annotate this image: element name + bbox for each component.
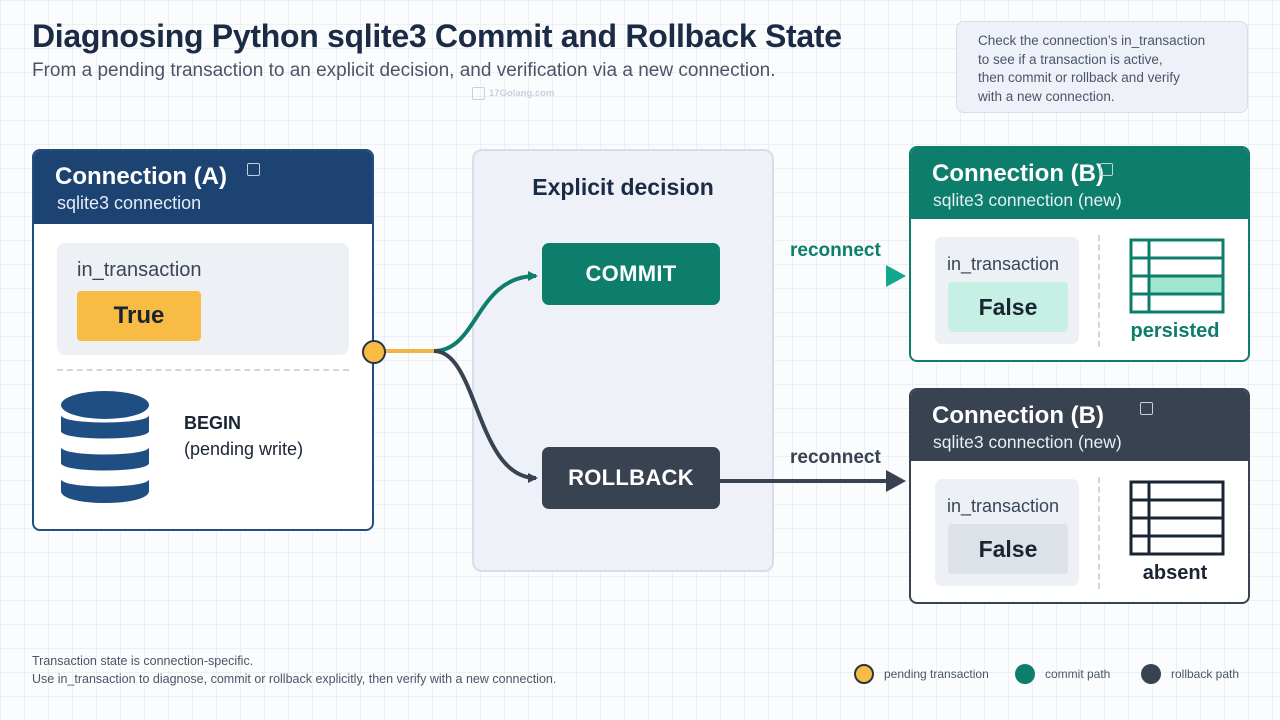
watermark-logo-icon: [1100, 163, 1113, 176]
table-absent-icon: [1129, 480, 1225, 556]
connection-b-header: Connection (B) sqlite3 connection (new): [911, 390, 1248, 461]
begin-label: BEGIN: [184, 413, 242, 433]
divider: [57, 369, 349, 371]
persisted-label: persisted: [1130, 320, 1220, 342]
connection-a-header: Connection (A) sqlite3 connection: [34, 151, 372, 224]
database-icon: [61, 391, 149, 503]
legend-label: pending transaction: [884, 667, 989, 681]
reconnect-label-rollback: reconnect: [790, 447, 881, 468]
watermark-text: 17Golang.com: [489, 88, 555, 99]
note-line: then commit or rollback and verify: [978, 70, 1180, 86]
pending-transaction-node: [362, 340, 386, 364]
table-persisted-icon: [1129, 238, 1225, 314]
reconnect-label-commit: reconnect: [790, 240, 881, 261]
decision-panel: Explicit decision: [472, 149, 774, 572]
connection-b-title: Connection (B): [932, 402, 1104, 429]
divider: [1098, 235, 1100, 347]
connection-a-subtitle: sqlite3 connection: [57, 193, 202, 213]
in-transaction-label: in_transaction: [947, 496, 1060, 516]
commit-reconnect-arrowhead: [886, 265, 906, 287]
commit-button[interactable]: COMMIT: [542, 243, 720, 305]
divider: [1098, 477, 1100, 589]
pending-dot-icon: [854, 664, 874, 684]
watermark-logo-icon: [1140, 402, 1153, 415]
commit-dot-icon: [1015, 664, 1035, 684]
connection-b-subtitle: sqlite3 connection (new): [933, 432, 1122, 452]
connection-a-title: Connection (A): [55, 163, 227, 190]
rollback-reconnect-arrowhead: [886, 470, 906, 492]
legend-rollback: rollback path: [1141, 664, 1239, 684]
commit-branch-path: [433, 271, 538, 353]
watermark: [1140, 402, 1153, 415]
note-line: with a new connection.: [978, 88, 1115, 104]
in-transaction-label: in_transaction: [77, 259, 202, 281]
connection-b-subtitle: sqlite3 connection (new): [933, 190, 1122, 210]
note-callout: Check the connection’s in_transaction to…: [956, 21, 1248, 113]
in-transaction-false-badge: False: [948, 524, 1068, 574]
watermark-logo-icon: [247, 163, 260, 176]
rollback-branch-path: [433, 349, 538, 483]
rollback-dot-icon: [1141, 664, 1161, 684]
legend-label: rollback path: [1171, 667, 1240, 681]
legend-label: commit path: [1045, 667, 1111, 681]
legend-commit: commit path: [1015, 664, 1110, 684]
watermark-logo-icon: [472, 87, 485, 100]
in-transaction-label: in_transaction: [947, 254, 1060, 274]
connection-b-title: Connection (B): [932, 160, 1104, 187]
watermark: 17Golang.com: [472, 87, 554, 100]
note-line: to see if a transaction is active,: [978, 51, 1163, 67]
footer-note: Use in_transaction to diagnose, commit o…: [32, 672, 557, 686]
connection-b-rollback-card: Connection (B) sqlite3 connection (new) …: [909, 388, 1250, 604]
watermark: [247, 163, 260, 176]
connection-b-header: Connection (B) sqlite3 connection (new): [911, 148, 1248, 219]
absent-label: absent: [1142, 562, 1208, 584]
connection-a-card: Connection (A) sqlite3 connection in_tra…: [32, 149, 374, 531]
in-transaction-false-badge: False: [948, 282, 1068, 332]
page-subtitle: From a pending transaction to an explici…: [32, 60, 776, 81]
watermark: [1100, 163, 1113, 176]
in-transaction-true-badge: True: [77, 291, 201, 341]
note-line: Check the connection’s in_transaction: [978, 33, 1206, 48]
legend-pending: pending transaction: [854, 664, 989, 684]
connection-b-commit-card: Connection (B) sqlite3 connection (new) …: [909, 146, 1250, 362]
page-title: Diagnosing Python sqlite3 Commit and Rol…: [32, 18, 842, 54]
footer-note: Transaction state is connection-specific…: [32, 654, 254, 668]
decision-title: Explicit decision: [532, 174, 714, 200]
in-transaction-panel: in_transaction True: [57, 243, 349, 355]
pending-write-label: (pending write): [184, 439, 304, 459]
in-transaction-panel: in_transaction False: [935, 237, 1079, 344]
rollback-button[interactable]: ROLLBACK: [542, 447, 720, 509]
in-transaction-panel: in_transaction False: [935, 479, 1079, 586]
